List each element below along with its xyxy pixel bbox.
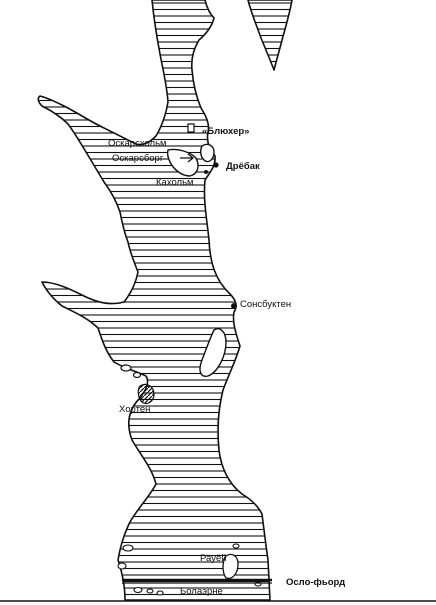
label-blucher: «Блюхер»: [202, 126, 250, 137]
skerry: [133, 586, 143, 594]
skerry: [146, 588, 154, 594]
central-island: [199, 328, 227, 377]
skerry: [117, 562, 127, 570]
rauoy-island: [222, 553, 239, 580]
horten-town: [137, 383, 155, 405]
oscarsborg-arrow: [180, 153, 195, 163]
islet: [120, 364, 132, 372]
kaholm-dot: [204, 170, 208, 174]
skerry: [156, 590, 164, 596]
label-drobak: Дрёбак: [226, 161, 260, 172]
label-oslofjord: Осло-фьорд: [286, 577, 346, 588]
blucher-marker: [187, 123, 195, 133]
islet: [132, 371, 142, 379]
label-horten: Хортен: [119, 404, 151, 415]
northeast-inlet: [247, 0, 293, 71]
label-rauoy: Рауёй: [200, 553, 227, 564]
label-sonsbukten: Сонсбуктен: [240, 299, 292, 310]
label-oscarsholm: Оскарсхольм: [108, 138, 167, 149]
label-kaholm: Кахольм: [156, 177, 194, 188]
skerry: [122, 544, 134, 552]
fjord-water: [37, 0, 271, 601]
label-bolaerne: Болаэрне: [180, 586, 223, 597]
label-oscarsborg: Оскарсборг: [112, 153, 164, 164]
oscarsborg-island: [199, 143, 215, 163]
drobak-dot: [213, 162, 219, 168]
sonsbukten-dot: [231, 303, 237, 309]
skerry: [232, 543, 240, 549]
